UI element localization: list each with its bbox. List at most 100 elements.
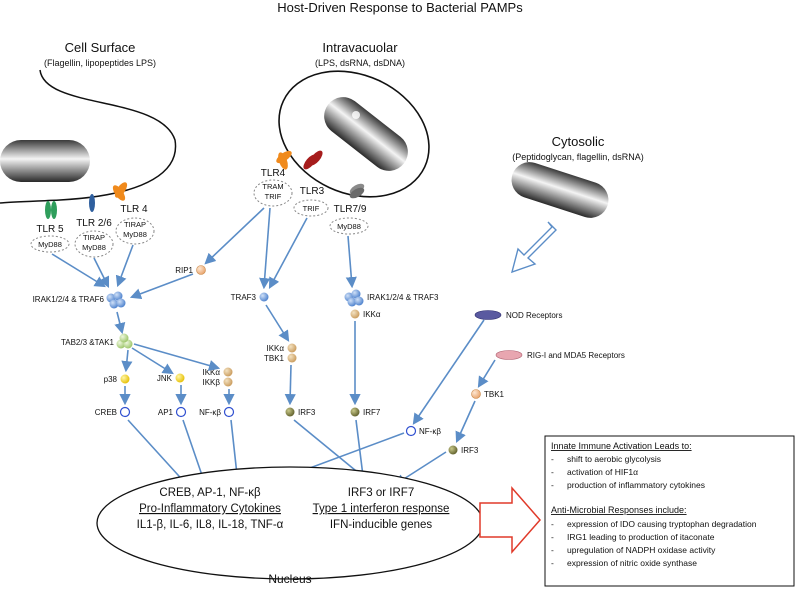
traf3-node (259, 292, 269, 302)
ikka-left-node (223, 367, 233, 377)
tlr26-receptor-icon (89, 194, 95, 212)
antimicrobial-item: expression of IDO causing tryptophan deg… (567, 519, 757, 529)
ap1-node (175, 406, 187, 418)
ikka-mid-label: IKKα (266, 344, 284, 353)
irak-traf6-node (106, 291, 126, 309)
ikkb-left-node (223, 377, 233, 387)
tlr3-adaptor-trif: TRIF (303, 204, 320, 213)
innate-item-bullet: - (551, 454, 554, 464)
tbk1-mid-node (287, 353, 297, 363)
ikka-right-node (350, 309, 360, 319)
cell-surface-title: Cell Surface (65, 40, 136, 55)
nod-receptor-label: NOD Receptors (506, 311, 562, 320)
antimicrobial-item-bullet: - (551, 558, 554, 568)
tlr4-vacuolar-adaptor-tram: TRAM (262, 182, 283, 191)
tbk1-mid-label: TBK1 (264, 354, 285, 363)
tlr79-adaptor-bubble (329, 217, 369, 235)
ikka-mid-node (287, 343, 297, 353)
surface-bacterium (0, 140, 90, 182)
cytosol-entry-arrow (510, 221, 557, 274)
cell-membrane (0, 69, 177, 204)
pathway-arrows (51, 207, 496, 491)
irf3-mid-node (285, 407, 295, 417)
rip1-label: RIP1 (175, 266, 193, 275)
nucleus-left-line2: Pro-Inflammatory Cytokines (139, 503, 281, 515)
tlr79-receptor-icon (349, 183, 365, 199)
tlr5-adaptor-myd88: MyD88 (38, 240, 62, 249)
cytosolic-title: Cytosolic (552, 134, 605, 149)
tlr26-adaptor-tirap: TIRAP (83, 233, 105, 242)
tab-tak1-label: TAB2/3 &TAK1 (61, 338, 115, 347)
tlr79-adaptor-myd88: MyD88 (337, 222, 361, 231)
nucleus-label: Nucleus (268, 572, 311, 586)
irak-traf6-label: IRAK1/2/4 & TRAF6 (33, 295, 105, 304)
ikka-left-label: IKKα (202, 368, 220, 377)
nfkb-right-label: NF-κβ (419, 427, 441, 436)
p38-node (120, 374, 130, 384)
tlr4-vacuolar-adaptor-bubble (253, 179, 293, 207)
antimicrobial-item: upregulation of NADPH oxidase activity (567, 545, 716, 555)
tlr5-adaptor-bubble (30, 235, 70, 253)
tbk1-right-node (471, 389, 481, 399)
intravacuolar-subtitle: (LPS, dsRNA, dsDNA) (315, 58, 405, 68)
rip1-node (196, 265, 206, 275)
creb-label: CREB (95, 408, 117, 417)
nucleus-right-line2: Type 1 interferon response (313, 503, 450, 515)
tlr4-vacuolar-receptor-icon (276, 150, 292, 170)
tlr26-adaptor-myd88: MyD88 (82, 243, 106, 252)
antimicrobial-heading: Anti-Microbial Responses include: (551, 505, 687, 515)
nod-receptor-node (474, 310, 502, 320)
diagram-title: Host-Driven Response to Bacterial PAMPs (277, 0, 523, 15)
cell-surface-subtitle: (Flagellin, lipopeptides LPS) (44, 58, 156, 68)
tab-tak1-node (116, 333, 133, 349)
innate-list: - shift to aerobic glycolysis - activation … (551, 454, 705, 490)
innate-item: production of inflammatory cytokines (567, 480, 705, 490)
innate-heading: Innate Immune Activation Leads to: (551, 441, 692, 451)
intravacuolar-title: Intravacuolar (322, 40, 398, 55)
tlr3-receptor-icon (303, 150, 323, 170)
cytosolic-bacterium (511, 162, 609, 218)
nfkb-left-node (223, 406, 235, 418)
tlr4-vacuolar-label: TLR4 (261, 168, 286, 179)
tlr5-receptor-icon (45, 201, 57, 219)
antimicrobial-item-bullet: - (551, 519, 554, 529)
p38-label: p38 (104, 375, 118, 384)
vacuole-bacterium (324, 97, 408, 171)
tlr4-surface-adaptor-myd88: MyD88 (123, 230, 147, 239)
tlr26-label: TLR 2/6 (76, 218, 112, 229)
antimicrobial-item-bullet: - (551, 532, 554, 542)
outcomes-box (544, 435, 795, 587)
rig-receptor-label: RIG-I and MDA5 Receptors (527, 351, 625, 360)
ikka-right-label: IKKα (363, 310, 381, 319)
nucleus-right-line3: IFN-inducible genes (330, 519, 433, 531)
tbk1-right-label: TBK1 (484, 390, 505, 399)
creb-node (119, 406, 131, 418)
tlr3-label: TLR3 (300, 186, 325, 197)
irf7-label: IRF7 (363, 408, 381, 417)
tlr4-vacuolar-adaptor-trif: TRIF (265, 192, 282, 201)
irf3-right-label: IRF3 (461, 446, 479, 455)
irf7-node (350, 407, 360, 417)
antimicrobial-item: expression of nitric oxide synthase (567, 558, 697, 568)
tlr79-label: TLR7/9 (334, 204, 367, 215)
tlr5-label: TLR 5 (36, 224, 64, 235)
vacuole-membrane (278, 70, 430, 198)
outcome-arrow (479, 486, 541, 554)
irf3-mid-label: IRF3 (298, 408, 316, 417)
traf3-label: TRAF3 (231, 293, 257, 302)
ap1-label: AP1 (158, 408, 174, 417)
innate-item: shift to aerobic glycolysis (567, 454, 661, 464)
nucleus-right-line1: IRF3 or IRF7 (348, 487, 414, 499)
tlr4-surface-adaptor-tirap: TIRAP (124, 220, 146, 229)
irak-traf3-node (344, 289, 364, 307)
tlr26-adaptor-bubble (74, 230, 114, 258)
innate-item-bullet: - (551, 480, 554, 490)
irak-traf3-label: IRAK1/2/4 & TRAF3 (367, 293, 439, 302)
irf3-right-node (448, 445, 458, 455)
innate-item: activation of HIF1α (567, 467, 638, 477)
tlr4-surface-label: TLR 4 (120, 204, 148, 215)
cytosolic-subtitle: (Peptidoglycan, flagellin, dsRNA) (512, 152, 644, 162)
antimicrobial-item: IRG1 leading to production of itaconate (567, 532, 715, 542)
jnk-node (175, 373, 185, 383)
